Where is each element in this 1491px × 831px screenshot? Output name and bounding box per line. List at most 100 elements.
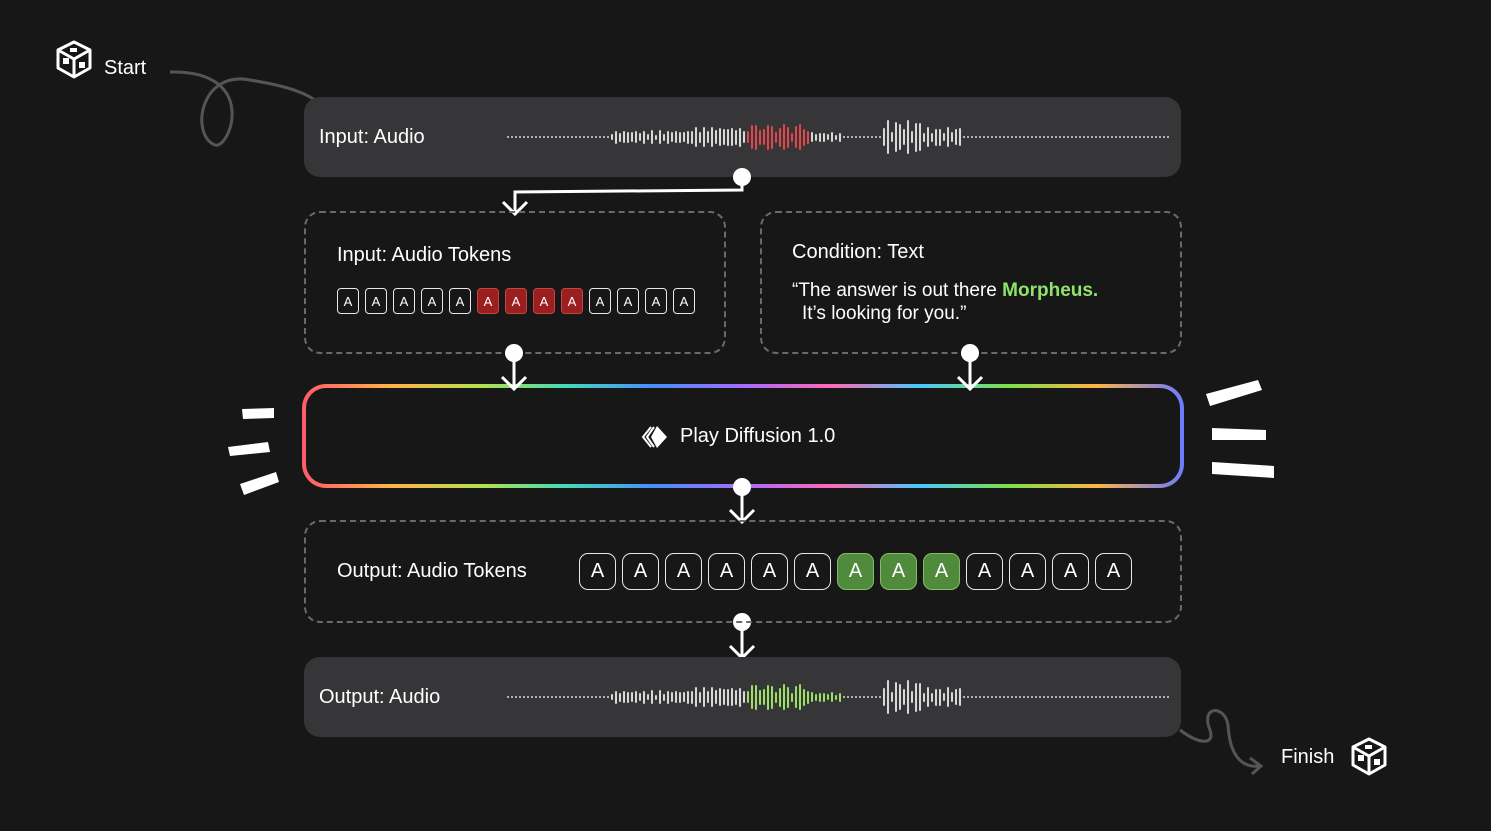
waveform-bar xyxy=(555,696,557,698)
waveform-bar xyxy=(715,690,717,704)
waveform-bar xyxy=(1119,696,1121,698)
waveform-bar xyxy=(855,136,857,138)
waveform-bar xyxy=(739,687,741,707)
waveform-bar xyxy=(771,125,773,149)
start-label: Start xyxy=(104,57,147,79)
waveform-bar xyxy=(1147,696,1149,698)
waveform-bar xyxy=(683,692,685,702)
play-logo-icon xyxy=(641,424,669,450)
waveform-bar xyxy=(767,124,769,150)
waveform-bar xyxy=(731,688,733,706)
waveform-bar xyxy=(635,691,637,703)
input-audio-label: Input: Audio xyxy=(319,126,425,148)
waveform-bar xyxy=(911,691,913,703)
waveform-bar xyxy=(1091,136,1093,138)
waveform-bar xyxy=(515,696,517,698)
waveform-bar xyxy=(619,132,621,142)
waveform-bar xyxy=(647,694,649,700)
condition-label: Condition: Text xyxy=(792,241,924,263)
waveform-bar xyxy=(1007,136,1009,138)
input-token: A xyxy=(533,288,555,314)
waveform-bar xyxy=(911,131,913,143)
waveform-bar xyxy=(743,691,745,703)
waveform-bar xyxy=(951,132,953,142)
waveform-bar xyxy=(567,136,569,138)
waveform-bar xyxy=(967,696,969,698)
waveform-bar xyxy=(983,136,985,138)
waveform-bar xyxy=(791,692,793,702)
waveform-bar xyxy=(739,127,741,147)
waveform-bar xyxy=(627,691,629,703)
waveform-bar xyxy=(539,136,541,138)
waveform-bar xyxy=(751,685,753,709)
waveform-bar xyxy=(643,690,645,704)
waveform-bar xyxy=(899,124,901,150)
waveform-bar xyxy=(1011,696,1013,698)
waveform-bar xyxy=(995,136,997,138)
waveform-bar xyxy=(611,134,613,140)
waveform-bar xyxy=(1155,696,1157,698)
waveform-bar xyxy=(931,692,933,702)
waveform-bar xyxy=(595,136,597,138)
waveform-bar xyxy=(1055,136,1057,138)
waveform-bar xyxy=(1091,696,1093,698)
waveform-bar xyxy=(523,136,525,138)
waveform-bar xyxy=(735,689,737,705)
waveform-bar xyxy=(1119,136,1121,138)
waveform-bar xyxy=(823,692,825,702)
waveform-bar xyxy=(663,693,665,701)
waveform-bar xyxy=(803,688,805,706)
waveform-bar xyxy=(847,696,849,698)
waveform-bar xyxy=(835,134,837,140)
waveform-bar xyxy=(507,136,509,138)
waveform-bar xyxy=(1103,696,1105,698)
waveform-bar xyxy=(779,687,781,707)
waveform-bar xyxy=(871,696,873,698)
waveform-bar xyxy=(711,687,713,707)
output-token: A xyxy=(837,553,874,590)
input-token: A xyxy=(365,288,387,314)
waveform-bar xyxy=(795,686,797,708)
waveform-bar xyxy=(783,684,785,710)
waveform-bar xyxy=(939,688,941,706)
waveform-bar xyxy=(967,136,969,138)
waveform-bar xyxy=(799,124,801,150)
waveform-bar xyxy=(827,694,829,700)
waveform-bar xyxy=(1067,136,1069,138)
waveform-bar xyxy=(575,136,577,138)
quote-start: “The answer is out there xyxy=(792,280,1003,301)
waveform-bar xyxy=(1019,696,1021,698)
waveform-bar xyxy=(679,691,681,703)
waveform-bar xyxy=(751,125,753,149)
waveform-bar xyxy=(811,132,813,142)
waveform-bar xyxy=(1099,136,1101,138)
waveform-bar xyxy=(759,689,761,705)
waveform-bar xyxy=(759,129,761,145)
waveform-bar xyxy=(807,690,809,704)
waveform-bar xyxy=(591,136,593,138)
waveform-bar xyxy=(783,124,785,150)
waveform-bar xyxy=(971,696,973,698)
waveform-bar xyxy=(979,136,981,138)
waveform-bar xyxy=(719,688,721,706)
input-token: A xyxy=(589,288,611,314)
waveform-bar xyxy=(995,696,997,698)
output-token: A xyxy=(579,553,616,590)
waveform-bar xyxy=(1103,136,1105,138)
waveform-bar xyxy=(799,684,801,710)
input-token: A xyxy=(645,288,667,314)
waveform-bar xyxy=(1059,136,1061,138)
waveform-bar xyxy=(847,136,849,138)
waveform-bar xyxy=(703,127,705,147)
waveform-bar xyxy=(831,132,833,142)
waveform-bar xyxy=(611,694,613,700)
waveform-bar xyxy=(683,132,685,142)
waveform-bar xyxy=(763,689,765,705)
waveform-bar xyxy=(655,694,657,700)
waveform-bar xyxy=(523,696,525,698)
waveform-bar xyxy=(1043,136,1045,138)
waveform-bar xyxy=(731,128,733,146)
waveform-bar xyxy=(1051,136,1053,138)
